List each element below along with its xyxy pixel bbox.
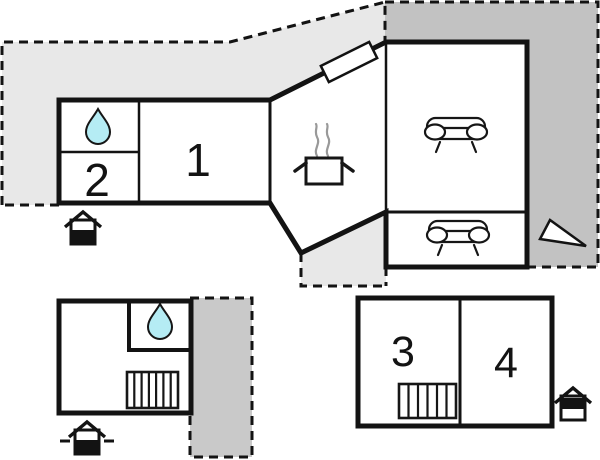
terrace-upper-left — [2, 2, 385, 205]
room-3-label: 3 — [391, 328, 415, 376]
room-4-label: 4 — [494, 339, 518, 387]
stairs-icon — [397, 382, 458, 420]
room-1-label: 1 — [185, 134, 211, 186]
window-icon — [319, 40, 379, 84]
wall-lower-bathroom — [127, 301, 191, 352]
terrace-lower-left — [190, 298, 252, 457]
cooking-pot-icon — [293, 122, 355, 186]
terrace-below-kitchen — [301, 214, 386, 286]
room-2-label: 2 — [84, 154, 110, 206]
entrance-icon — [553, 386, 593, 422]
direction-triangle-icon — [538, 218, 587, 248]
lower-left-unit-outer-wall — [56, 298, 194, 416]
terrace-upper-left-border — [0, 0, 387, 205]
entrance-icon — [63, 210, 103, 246]
terrace-upper-right — [385, 2, 598, 267]
terrace-below-kitchen-border — [299, 253, 388, 288]
stairs-icon — [125, 370, 180, 410]
room-3-4-outer-wall — [355, 295, 555, 429]
entrance-icon — [60, 420, 114, 456]
terrace-upper-right-border — [385, 0, 600, 269]
